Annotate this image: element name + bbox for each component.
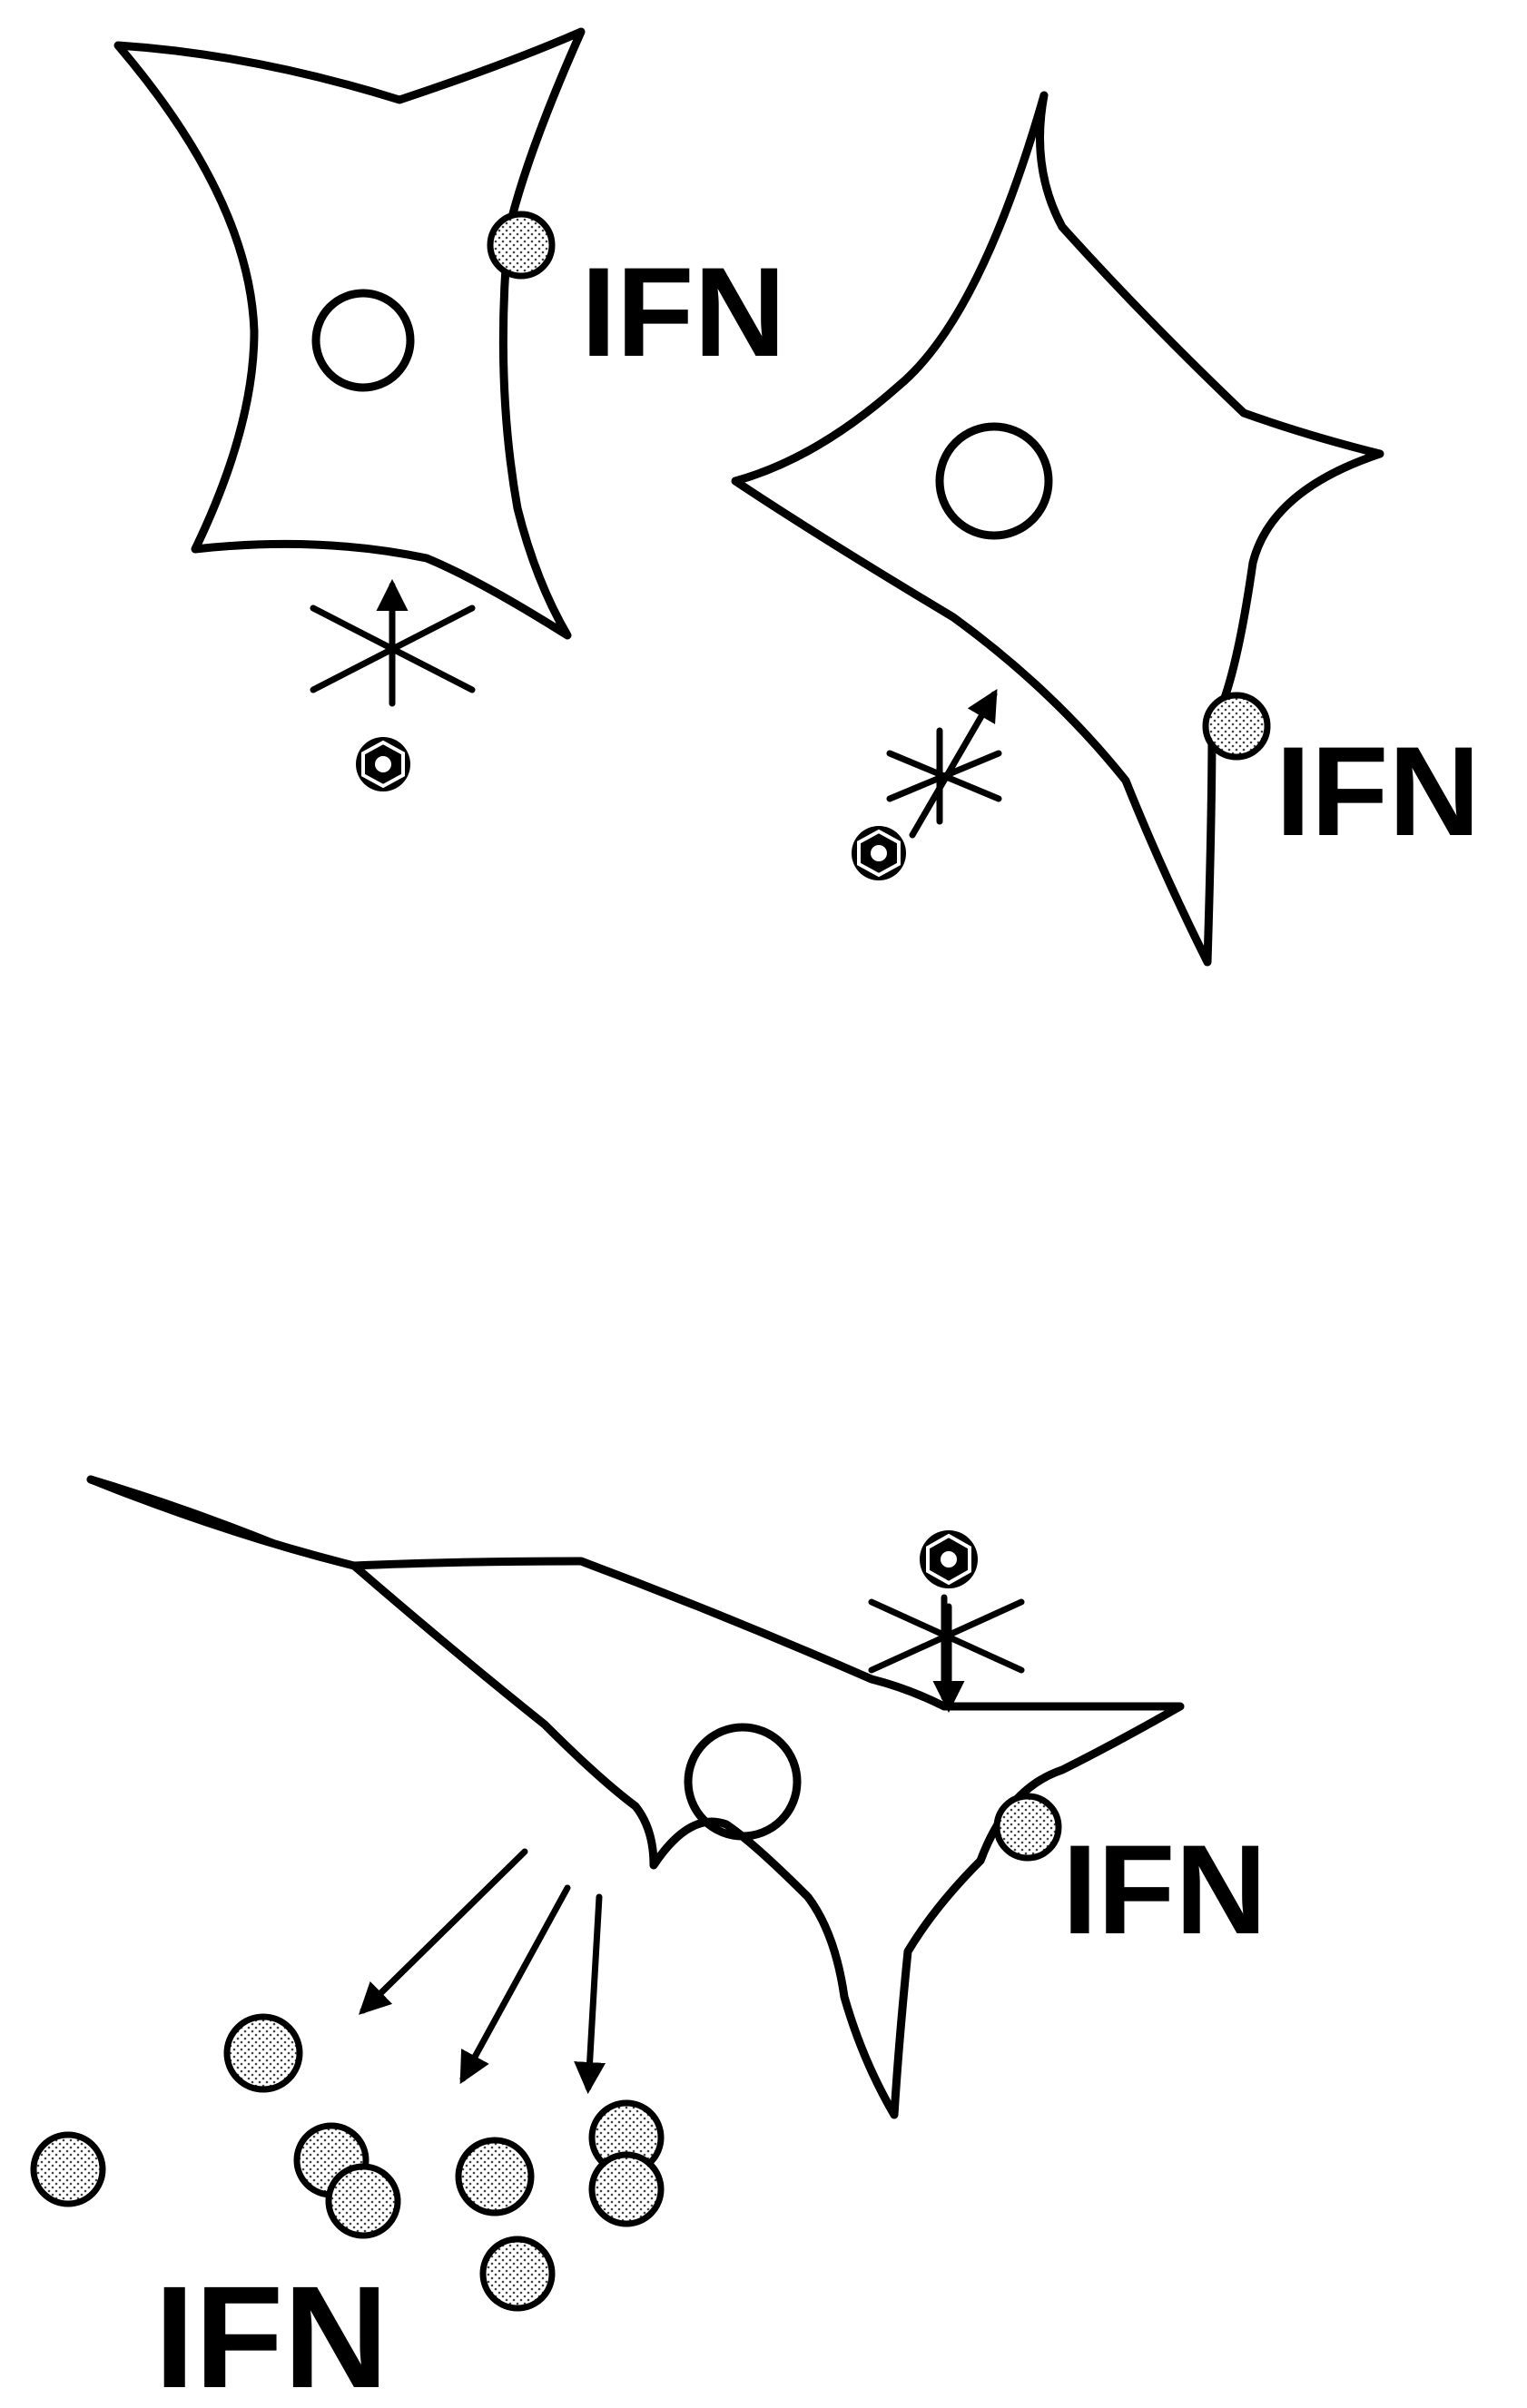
cell-3-signal: [868, 1530, 1025, 1713]
ifn-particle: [588, 2151, 665, 2227]
cell-1: IFN: [113, 27, 786, 791]
cell-2-ifn-label: IFN: [1276, 720, 1481, 862]
cell-1-signal: [310, 579, 476, 791]
cell-3-membrane: [86, 1475, 1185, 2119]
cell-3: IFN: [30, 1475, 1267, 2408]
cell-3-ifn-label: IFN: [1062, 1818, 1267, 1961]
cell-2-membrane: [731, 91, 1384, 967]
cell-2-virus-particle-icon: [852, 826, 906, 880]
cell-1-asterisk-icon: [310, 591, 476, 707]
cell-1-ifn-receptor: [487, 211, 556, 280]
cell-1-membrane: [113, 27, 586, 640]
ifn-release-arrows: [359, 1848, 606, 2094]
cell-1-virus-particle-icon: [356, 737, 410, 791]
cell-2-signal-arrow: [909, 688, 998, 839]
cell-2-ifn-receptor: [1202, 692, 1271, 761]
cell-3-nucleus: [684, 1723, 802, 1841]
cell-1-ifn-label: IFN: [581, 241, 786, 383]
ifn-particle: [325, 2163, 401, 2239]
ifn-particle: [223, 2013, 303, 2093]
cell-2-signal: [852, 688, 1002, 880]
cell-3-asterisk-icon: [868, 1594, 1025, 1701]
released-ifn-label: IFN: [154, 2256, 389, 2408]
cell-1-nucleus: [311, 289, 415, 392]
cell-2: IFN: [731, 91, 1481, 967]
cell-2-asterisk-icon: [886, 727, 1002, 825]
cell-2-nucleus: [935, 422, 1053, 540]
ifn-particle: [30, 2131, 106, 2207]
cell-3-ifn-receptor: [993, 1793, 1062, 1862]
release-arrow-middle: [459, 1884, 571, 2085]
ifn-particle: [455, 2137, 535, 2216]
release-arrow-left: [359, 1848, 528, 2015]
ifn-particle: [479, 2236, 556, 2312]
cell-3-tail: [86, 1475, 277, 1548]
release-arrow-right: [574, 1893, 606, 2094]
cell-3-virus-particle-icon: [920, 1530, 978, 1588]
released-ifn-particles: [30, 2013, 665, 2312]
